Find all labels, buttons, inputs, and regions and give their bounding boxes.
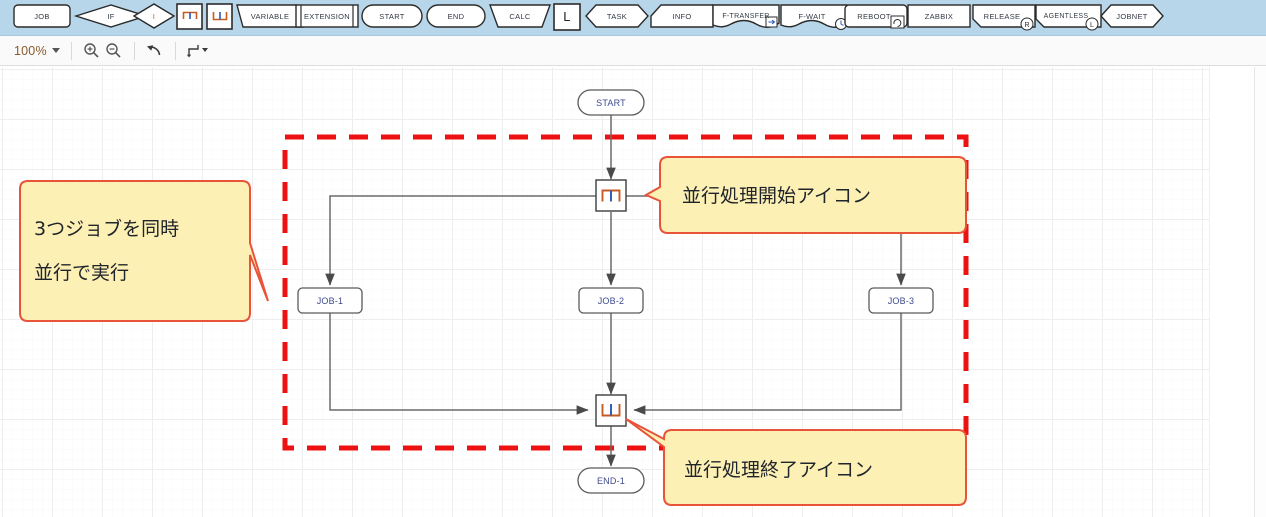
palette-label-job[interactable]: JOB	[14, 3, 70, 30]
palette-shapes: R L	[13, 3, 1164, 31]
palette-item-label: RELEASE	[983, 12, 1021, 21]
node-end1[interactable]: END-1	[577, 467, 645, 494]
edge-job3-to-parallel-end	[633, 313, 902, 415]
palette-label-jobnet[interactable]: JOBNET	[1101, 3, 1163, 30]
palette-shape-f-wait[interactable]	[780, 4, 848, 30]
node-label: JOB-1	[317, 296, 344, 306]
palette-shape-release[interactable]: R	[972, 4, 1036, 31]
palette-label-calc[interactable]: CALC	[490, 3, 550, 30]
edge-parallel-start-to-job1	[325, 195, 596, 286]
palette-shape-l[interactable]	[553, 3, 581, 31]
node-job1[interactable]: JOB-1	[297, 287, 363, 314]
node-parallel-start[interactable]	[595, 179, 627, 212]
node-job2[interactable]: JOB-2	[578, 287, 644, 314]
palette-shape-agentless[interactable]: L	[1035, 4, 1102, 31]
palette-label-variable[interactable]: VARIABLE	[237, 3, 303, 30]
palette-shape-end[interactable]	[426, 4, 486, 28]
callout-parallel-end[interactable]: 並行処理終了アイコン	[625, 418, 967, 506]
palette-shape-i[interactable]	[132, 3, 176, 29]
flowchart: START JOB-1 JOB-2 JOB-3	[19, 89, 969, 506]
palette-shape-zabbix[interactable]	[907, 4, 971, 28]
palette-shape-job[interactable]	[13, 4, 71, 28]
palette-label-zabbix[interactable]: ZABBIX	[908, 3, 970, 30]
palette-item-label: START	[379, 12, 405, 21]
palette-item-label: F-WAIT	[798, 12, 826, 21]
palette-item-label: F-TRANSFER	[722, 13, 770, 20]
palette-shape-reboot[interactable]	[844, 4, 908, 29]
toolbar-divider	[174, 41, 176, 60]
palette-label-extension[interactable]: EXTENSION	[296, 3, 358, 30]
diagram-canvas[interactable]: START JOB-1 JOB-2 JOB-3	[0, 67, 1266, 517]
palette-item-label: EXTENSION	[303, 12, 351, 21]
palette-item-label: I	[152, 12, 156, 21]
node-parallel-end[interactable]	[595, 394, 627, 427]
parallel-end-icon	[212, 12, 228, 21]
svg-text:L: L	[1090, 22, 1094, 29]
node-label: JOB-3	[888, 296, 915, 306]
palette-label-l[interactable]: L	[554, 3, 580, 30]
palette-label-f-transfer[interactable]: F-TRANSFER	[713, 3, 779, 30]
node-label: JOB-2	[598, 296, 625, 306]
shape-palette-toolbar: R L JOB IF I VARIABLE EXTENSION	[0, 0, 1266, 36]
edge-job1-to-parallel-end	[329, 313, 589, 415]
palette-item-label: INFO	[672, 12, 692, 21]
chevron-down-icon	[51, 48, 60, 53]
callout-line-1: 並行処理開始アイコン	[682, 185, 871, 207]
palette-item-label: REBOOT	[857, 12, 891, 21]
palette-item-label: JOB	[34, 12, 50, 21]
callout-line-1: 3つジョブを同時	[34, 217, 179, 240]
palette-shape-extension[interactable]	[295, 4, 359, 28]
zoom-out-icon[interactable]	[103, 40, 125, 62]
palette-label-info[interactable]: INFO	[651, 3, 713, 30]
palette-shape-calc[interactable]	[489, 4, 551, 28]
palette-item-label: ZABBIX	[924, 12, 954, 21]
palette-label-start[interactable]: START	[362, 3, 422, 30]
palette-item-label: VARIABLE	[250, 12, 290, 21]
palette-label-reboot[interactable]: REBOOT	[845, 3, 903, 30]
zoom-level-value: 100%	[14, 43, 47, 58]
callout-line-2: 並行で実行	[34, 262, 129, 284]
node-label: END-1	[597, 476, 625, 486]
callout-left[interactable]: 3つジョブを同時 並行で実行	[19, 180, 269, 322]
node-job3[interactable]: JOB-3	[868, 287, 934, 314]
callout-parallel-start[interactable]: 並行処理開始アイコン	[643, 156, 967, 234]
palette-shape-f-transfer[interactable]	[712, 4, 780, 28]
parallel-start-icon	[182, 11, 198, 19]
toolbar-divider	[133, 41, 135, 60]
palette-label-agentless[interactable]: AGENTLESS	[1036, 3, 1096, 30]
zoom-in-icon[interactable]	[81, 40, 103, 62]
palette-shape-task[interactable]	[585, 4, 649, 28]
connector-style-icon[interactable]	[185, 40, 211, 62]
svg-text:R: R	[1024, 22, 1029, 29]
toolbar-divider	[70, 41, 72, 60]
selection-box[interactable]	[282, 134, 969, 451]
palette-item-label: CALC	[509, 12, 531, 21]
palette-label-end[interactable]: END	[427, 3, 485, 30]
vertical-scrollbar[interactable]	[1254, 67, 1266, 517]
palette-label-f-wait[interactable]: F-WAIT	[781, 3, 843, 30]
undo-icon[interactable]	[144, 40, 166, 62]
palette-label-task[interactable]: TASK	[586, 3, 648, 30]
palette-item-label: JOBNET	[1116, 12, 1148, 21]
palette-item-label: TASK	[606, 12, 628, 21]
callout-line-1: 並行処理終了アイコン	[684, 459, 873, 481]
node-label: START	[596, 98, 626, 108]
palette-item-label: AGENTLESS	[1043, 13, 1089, 20]
palette-label-release[interactable]: RELEASE	[973, 3, 1031, 30]
palette-shape-jobnet[interactable]	[1100, 4, 1164, 28]
zoom-level-dropdown[interactable]: 100%	[14, 42, 62, 60]
palette-shape-start[interactable]	[361, 4, 423, 28]
palette-item-label: L	[563, 9, 571, 24]
canvas-right-margin	[1209, 67, 1254, 517]
node-start[interactable]: START	[577, 89, 645, 116]
editor-action-toolbar: 100%	[0, 36, 1266, 66]
palette-item-label: END	[447, 12, 465, 21]
palette-label-i[interactable]: I	[134, 3, 174, 30]
